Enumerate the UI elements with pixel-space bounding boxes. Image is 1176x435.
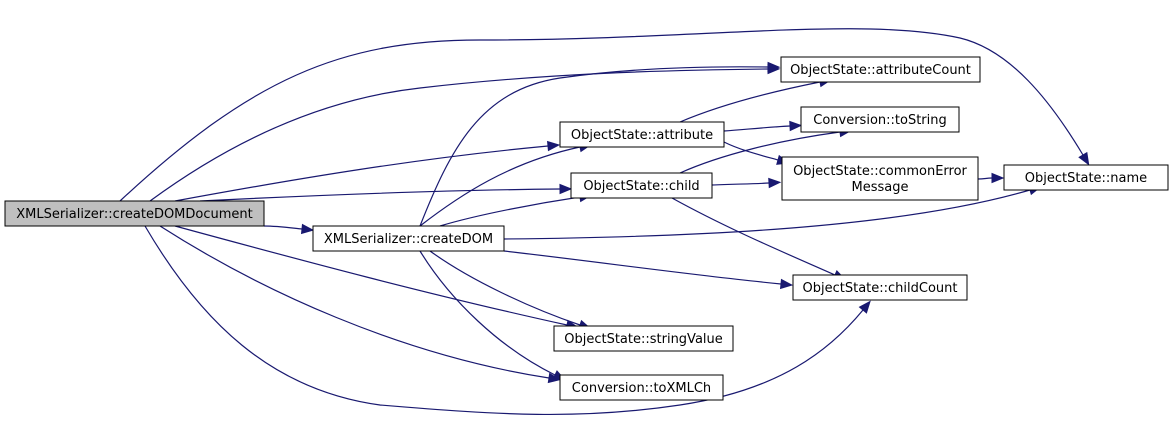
node-box	[780, 56, 981, 83]
edge-line	[174, 225, 568, 326]
edge-line	[149, 68, 769, 202]
edge-root-to-attribute	[174, 140, 561, 202]
edge-line	[174, 145, 549, 202]
node-box	[570, 172, 713, 199]
node-box	[800, 106, 960, 133]
edge-arrowhead	[547, 140, 561, 152]
node-label: Conversion::toString	[813, 113, 947, 128]
edge-line	[679, 131, 841, 174]
edge-line	[723, 141, 779, 161]
node-label: Message	[852, 180, 909, 195]
edge-line	[679, 81, 821, 123]
edge-root-to-child	[199, 183, 573, 202]
edge-arrowhead	[767, 61, 781, 73]
edge-line	[723, 125, 791, 132]
node-box	[559, 121, 725, 148]
node-child[interactable]: ObjectState::child	[570, 172, 713, 199]
edge-line	[144, 225, 864, 416]
edge-line	[119, 28, 1084, 202]
edge-createDOM-to-attributeCount	[419, 61, 781, 227]
node-label: XMLSerializer::createDOMDocument	[16, 207, 253, 222]
edge-line	[439, 196, 581, 227]
node-box	[553, 325, 734, 352]
edge-arrowhead	[300, 223, 315, 235]
edge-root-to-name	[119, 28, 1090, 202]
edge-attribute-to-toString	[723, 120, 803, 132]
node-label: ObjectState::child	[583, 179, 699, 194]
edge-line	[503, 189, 1031, 240]
node-createDOM[interactable]: XMLSerializer::createDOM	[312, 225, 505, 252]
node-label: ObjectState::attribute	[571, 128, 713, 143]
node-stringValue[interactable]: ObjectState::stringValue	[553, 325, 734, 352]
edge-arrowhead	[779, 278, 794, 290]
node-label: ObjectState::childCount	[803, 281, 958, 296]
edge-commonError-to-name	[977, 172, 1005, 184]
node-name[interactable]: ObjectState::name	[1003, 164, 1169, 191]
edge-line	[263, 225, 303, 230]
node-attributeCount[interactable]: ObjectState::attributeCount	[780, 56, 981, 83]
edge-child-to-childCount	[671, 197, 847, 281]
node-childCount[interactable]: ObjectState::childCount	[792, 274, 968, 301]
edges-layer	[119, 28, 1090, 416]
nodes-layer: XMLSerializer::createDOMDocumentXMLSeria…	[4, 56, 1169, 401]
edge-line	[503, 250, 782, 285]
node-label: Conversion::toXMLCh	[572, 381, 711, 396]
edge-line	[671, 197, 836, 276]
edge-line	[977, 177, 993, 180]
node-toString[interactable]: Conversion::toString	[800, 106, 960, 133]
edge-line	[199, 188, 561, 202]
node-label: ObjectState::commonError	[793, 164, 967, 179]
node-label: ObjectState::stringValue	[564, 332, 723, 347]
node-box	[559, 374, 724, 401]
edge-arrowhead	[991, 172, 1005, 184]
edge-createDOM-to-child	[439, 191, 593, 227]
node-box	[792, 274, 968, 301]
edge-arrowhead	[768, 177, 782, 189]
edge-child-to-commonError	[711, 177, 782, 189]
node-box	[4, 200, 265, 227]
edge-arrowhead	[559, 183, 573, 195]
edge-attribute-to-commonError	[723, 141, 790, 165]
node-label: ObjectState::attributeCount	[790, 63, 971, 78]
edge-line	[419, 66, 769, 227]
edge-createDOM-to-toXMLCh	[419, 250, 567, 381]
node-label: ObjectState::name	[1025, 171, 1147, 186]
edge-root-to-createDOM	[263, 223, 315, 235]
edge-line	[429, 250, 581, 326]
edge-arrowhead	[789, 120, 803, 132]
edge-arrowhead	[1078, 151, 1090, 166]
edge-createDOM-to-attribute	[419, 141, 593, 227]
node-attribute[interactable]: ObjectState::attribute	[559, 121, 725, 148]
node-box	[781, 156, 979, 201]
edge-createDOM-to-stringValue	[429, 250, 592, 330]
node-box	[312, 225, 505, 252]
node-label: XMLSerializer::createDOM	[324, 232, 493, 247]
node-toXMLCh[interactable]: Conversion::toXMLCh	[559, 374, 724, 401]
edge-createDOM-to-childCount	[503, 250, 794, 290]
edge-line	[159, 225, 550, 379]
edge-line	[419, 250, 556, 376]
node-box	[1003, 164, 1169, 191]
edge-arrowhead	[858, 300, 871, 314]
edge-line	[419, 146, 581, 227]
node-root[interactable]: XMLSerializer::createDOMDocument	[4, 200, 265, 227]
edge-root-to-childCount	[144, 225, 871, 416]
edge-line	[711, 182, 770, 186]
